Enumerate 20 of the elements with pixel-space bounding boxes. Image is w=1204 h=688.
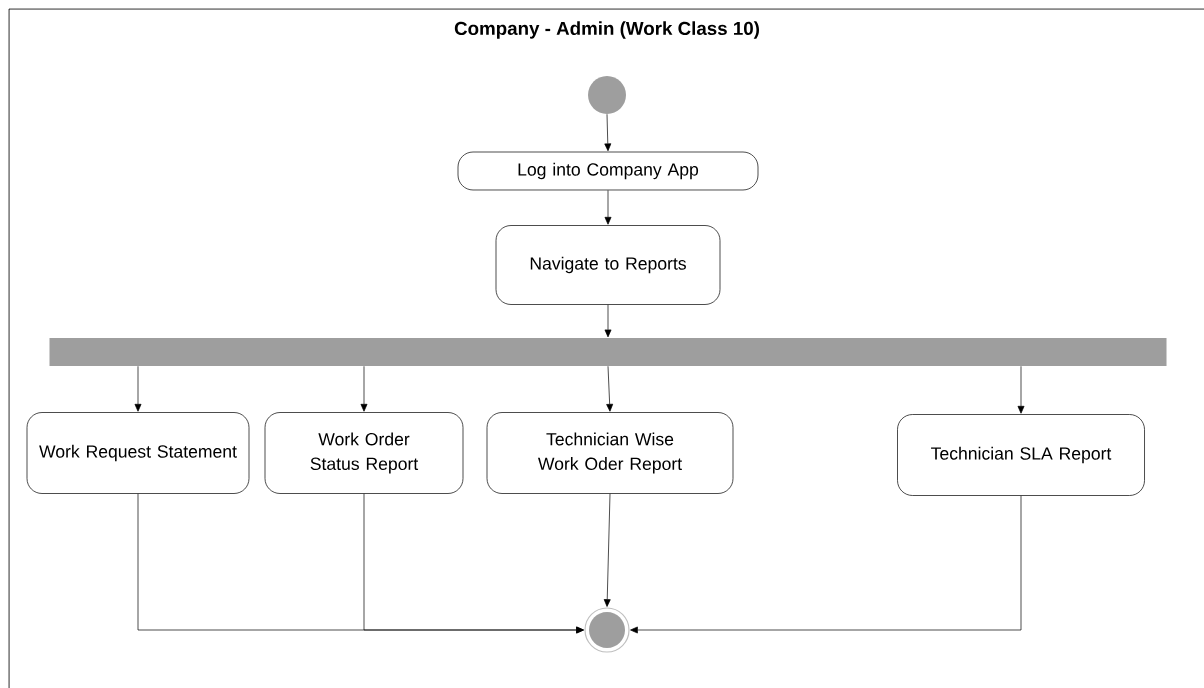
arrow (603, 493, 611, 607)
activity-box: Log into Company App (457, 151, 759, 191)
activity-box: Work Request Statement (26, 412, 250, 494)
arrow (363, 493, 584, 634)
title: Company - Admin (Work Class 10) (454, 21, 759, 39)
fork-bar (49, 338, 1167, 366)
end-node (584, 607, 630, 653)
arrow (630, 495, 1022, 634)
arrow (604, 190, 612, 225)
arrow (604, 304, 612, 338)
start-node (588, 76, 626, 114)
activity-box: Technician SLA Report (897, 414, 1145, 496)
activity-box: Work Order Status Report (264, 412, 464, 494)
arrow (604, 113, 612, 152)
activity-box: Technician Wise Work Oder Report (486, 412, 734, 494)
arrow (134, 365, 142, 412)
arrow (606, 365, 614, 412)
arrow (1017, 365, 1025, 414)
activity-box: Navigate to Reports (495, 225, 721, 305)
arrow (360, 365, 368, 412)
